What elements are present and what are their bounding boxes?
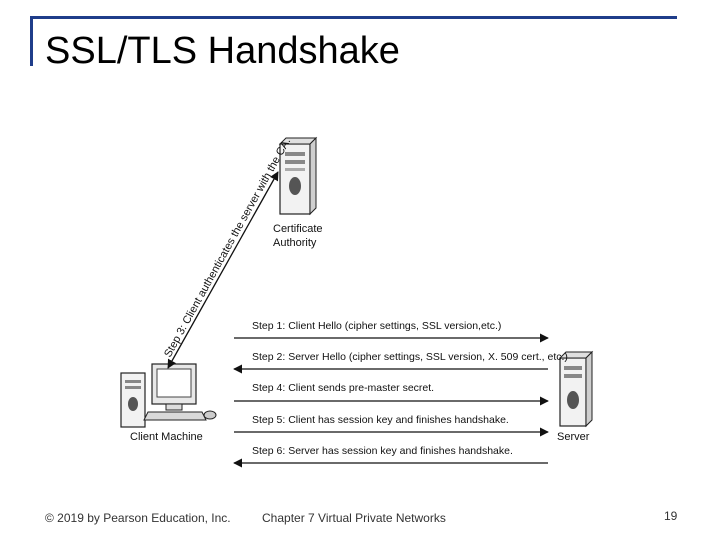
ca-authentication-arrow <box>167 171 279 369</box>
page-number: 19 <box>664 509 678 523</box>
footer-chapter: Chapter 7 Virtual Private Networks <box>262 511 446 525</box>
step5-label: Step 5: Client has session key and finis… <box>252 414 509 426</box>
footer-copyright: © 2019 by Pearson Education, Inc. <box>45 511 231 525</box>
ca-label-line1: Certificate <box>273 223 323 235</box>
client-machine-icon <box>120 363 217 428</box>
ca-label-line2: Authority <box>273 237 317 249</box>
slide-title: SSL/TLS Handshake <box>45 30 400 72</box>
step1-label: Step 1: Client Hello (cipher settings, S… <box>252 320 501 332</box>
client-machine-label: Client Machine <box>130 431 203 443</box>
server-icon <box>558 350 594 428</box>
certificate-authority-server-icon <box>278 136 318 216</box>
title-frame-left <box>30 16 33 66</box>
step6-label: Step 6: Server has session key and finis… <box>252 445 513 457</box>
step2-label: Step 2: Server Hello (cipher settings, S… <box>252 351 568 363</box>
step4-label: Step 4: Client sends pre-master secret. <box>252 382 434 394</box>
title-frame-top <box>30 16 677 19</box>
server-label: Server <box>557 431 590 443</box>
